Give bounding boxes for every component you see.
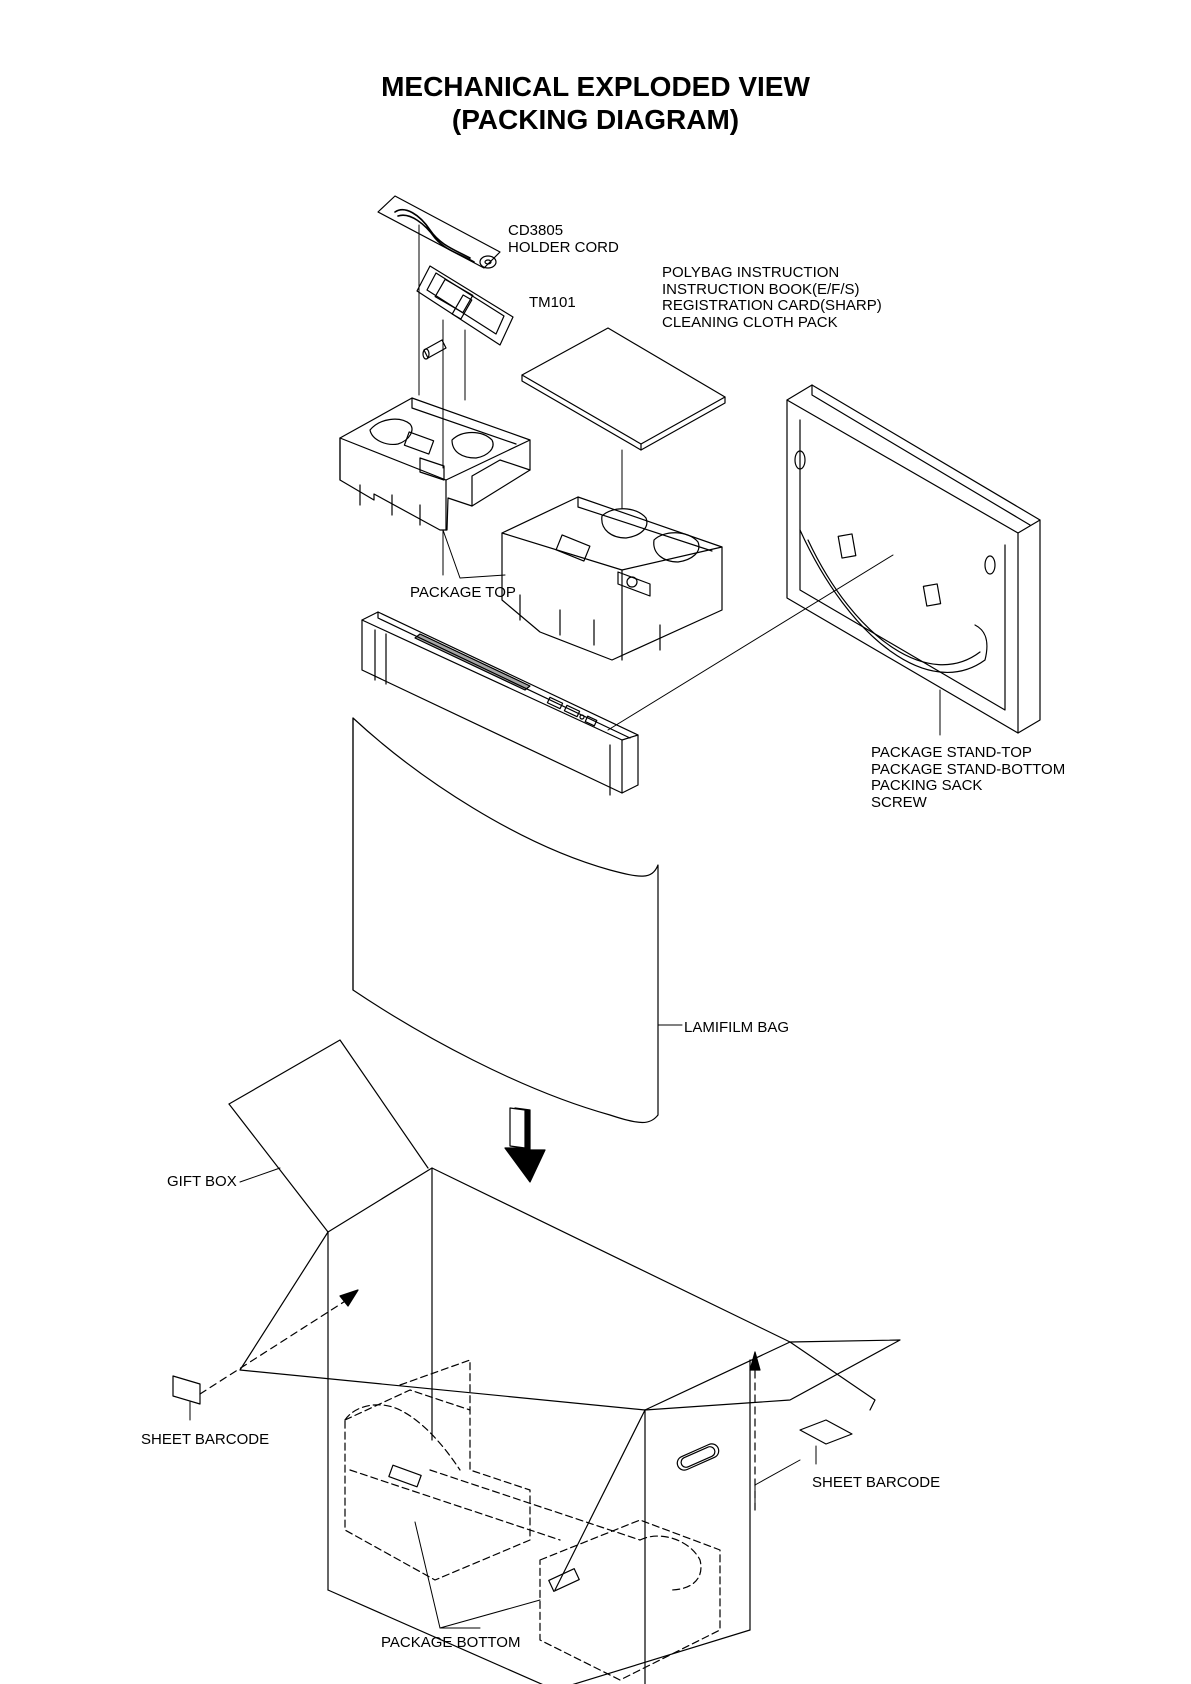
- label-tm101: TM101: [529, 295, 576, 312]
- package-bottom-leader: [415, 1522, 540, 1628]
- sheet-barcode-left-part: [173, 1376, 200, 1420]
- label-package-stand: PACKAGE STAND-TOP PACKAGE STAND-BOTTOM P…: [871, 745, 1065, 811]
- package-top-leader: [443, 530, 505, 578]
- sheet-barcode-right-part: [800, 1420, 852, 1464]
- television-part: [362, 612, 638, 795]
- gift-box-leader: [240, 1168, 280, 1182]
- label-package-top: PACKAGE TOP: [410, 585, 516, 602]
- label-lamifilm-bag: LAMIFILM BAG: [684, 1020, 789, 1037]
- down-arrow-icon: [505, 1108, 545, 1182]
- package-bottom-logos: [389, 1465, 579, 1591]
- leader-lines-upper: [419, 225, 622, 508]
- barcode-placement-arrows: [200, 1290, 800, 1510]
- package-top-right-part: [502, 497, 722, 660]
- lamifilm-bag-part: [353, 718, 682, 1123]
- instruction-book-part: [522, 328, 725, 450]
- label-gift-box: GIFT BOX: [167, 1174, 237, 1191]
- package-stand-leader: [608, 555, 940, 735]
- label-sheet-barcode-right: SHEET BARCODE: [812, 1475, 940, 1492]
- holder-cord-part: [378, 196, 500, 268]
- label-sheet-barcode-left: SHEET BARCODE: [141, 1432, 269, 1449]
- package-stand-part: [787, 385, 1040, 733]
- label-polybag: POLYBAG INSTRUCTION INSTRUCTION BOOK(E/F…: [662, 265, 882, 331]
- label-cd3805: CD3805 HOLDER CORD: [508, 223, 619, 256]
- package-top-left-part: [340, 398, 530, 530]
- label-package-bottom: PACKAGE BOTTOM: [381, 1635, 520, 1652]
- package-bottom-part: [345, 1360, 720, 1680]
- gift-box-part: [229, 1040, 900, 1684]
